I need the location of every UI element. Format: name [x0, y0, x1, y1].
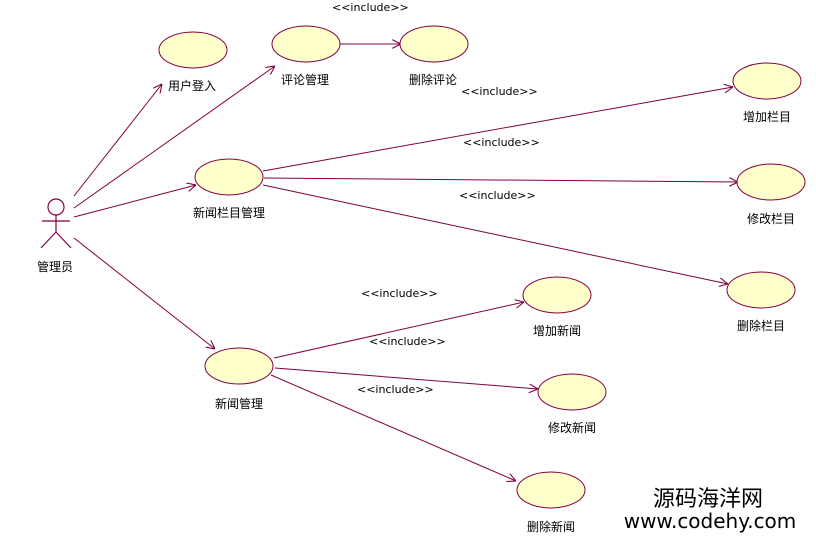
assoc-login	[73, 84, 162, 197]
usecase-add-news[interactable]	[522, 276, 592, 314]
include-label-delete-column: <<include>>	[459, 189, 536, 202]
include-label-edit-column: <<include>>	[463, 136, 540, 149]
actor-admin[interactable]	[40, 198, 72, 249]
include-delete-column	[262, 184, 728, 284]
include-label-add-column: <<include>>	[461, 85, 538, 98]
watermark-name: 源码海洋网	[653, 487, 763, 512]
include-label-delete-news: <<include>>	[357, 383, 434, 396]
actor-admin-label: 管理员	[37, 259, 73, 274]
usecase-column-mgmt-label: 新闻栏目管理	[193, 205, 265, 220]
usecase-edit-news-label: 修改新闻	[548, 420, 596, 435]
assoc-column-mgmt	[73, 185, 196, 218]
usecase-news-mgmt[interactable]	[204, 347, 274, 385]
usecase-delete-comment[interactable]	[399, 25, 469, 63]
usecase-delete-column[interactable]	[726, 271, 796, 309]
usecase-news-mgmt-label: 新闻管理	[215, 396, 263, 411]
usecase-login[interactable]	[158, 31, 228, 69]
include-add-column	[262, 87, 733, 172]
usecase-delete-news-label: 删除新闻	[527, 519, 575, 534]
watermark-url: www.codehy.com	[624, 509, 797, 533]
include-delete-news	[270, 374, 516, 481]
usecase-login-label: 用户登入	[168, 78, 216, 93]
usecase-edit-news[interactable]	[537, 373, 607, 411]
include-label-edit-news: <<include>>	[369, 335, 446, 348]
usecase-add-news-label: 增加新闻	[533, 323, 581, 338]
usecase-delete-news[interactable]	[516, 471, 586, 509]
assoc-comment-mgmt	[73, 66, 275, 209]
include-label-add-news: <<include>>	[361, 287, 438, 300]
include-edit-news	[274, 367, 538, 389]
include-label-delete-comment: <<include>>	[332, 1, 409, 14]
assoc-news-mgmt	[73, 237, 215, 349]
usecase-comment-mgmt-label: 评论管理	[281, 72, 329, 87]
usecase-add-column-label: 增加栏目	[743, 109, 791, 124]
usecase-edit-column[interactable]	[736, 163, 806, 201]
usecase-delete-column-label: 删除栏目	[737, 318, 785, 333]
usecase-edit-column-label: 修改栏目	[747, 211, 795, 226]
usecase-column-mgmt[interactable]	[194, 158, 264, 196]
usecase-delete-comment-label: 删除评论	[409, 72, 457, 87]
include-add-news	[273, 302, 524, 359]
usecase-comment-mgmt[interactable]	[271, 25, 341, 63]
include-edit-column	[263, 178, 738, 182]
usecase-add-column[interactable]	[732, 62, 802, 100]
